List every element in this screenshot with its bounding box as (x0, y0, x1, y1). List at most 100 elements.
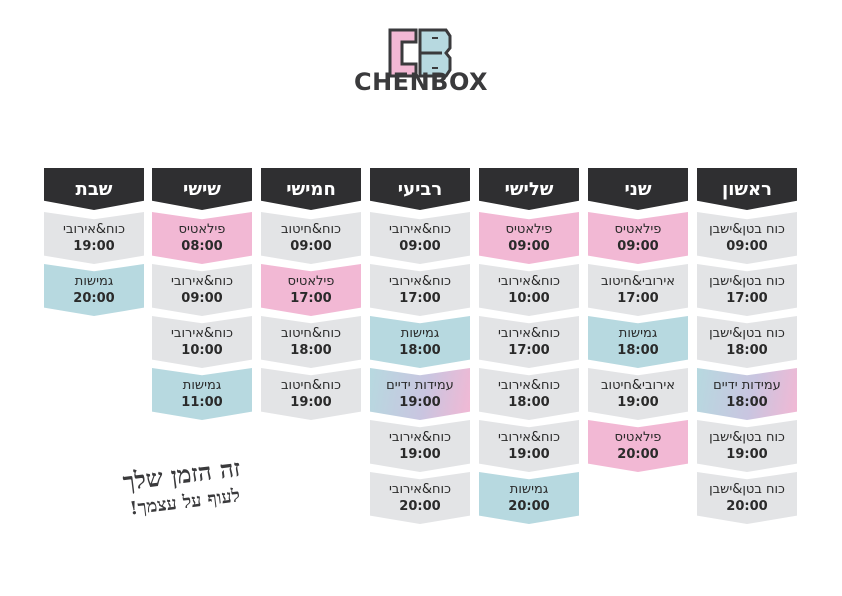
class-time: 10:00 (508, 291, 550, 306)
class-name: אירובי&חיטוב (601, 274, 675, 289)
class-time: 17:00 (508, 343, 550, 358)
class-name: כוח&חיטוב (281, 326, 341, 341)
class-slot: פילאטיס 17:00 (261, 264, 361, 316)
class-name: גמישות (74, 274, 114, 289)
class-slot: כוח בטן&ישבן 17:00 (697, 264, 797, 316)
class-time: 18:00 (508, 395, 550, 410)
class-time: 09:00 (508, 239, 550, 254)
class-time: 11:00 (181, 395, 223, 410)
class-slot: אירובי&חיטוב 17:00 (588, 264, 688, 316)
class-name: כוח בטן&ישבן (709, 326, 785, 341)
class-slot: כוח&אירובי 09:00 (370, 212, 470, 264)
class-slot: כוח&אירובי 10:00 (152, 316, 252, 368)
class-name: כוח בטן&ישבן (709, 222, 785, 237)
class-time: 09:00 (617, 239, 659, 254)
brand-name: CHENBOX (353, 68, 489, 96)
class-slot: כוח&אירובי 19:00 (44, 212, 144, 264)
class-time: 19:00 (508, 447, 550, 462)
class-slot: גמישות 11:00 (152, 368, 252, 420)
class-name: כוח&אירובי (389, 222, 451, 237)
class-slot: כוח&אירובי 19:00 (479, 420, 579, 472)
class-slot: כוח&אירובי 17:00 (479, 316, 579, 368)
class-name: כוח&אירובי (171, 326, 233, 341)
class-time: 20:00 (508, 499, 550, 514)
class-slot: כוח בטן&ישבן 18:00 (697, 316, 797, 368)
class-name: כוח&אירובי (63, 222, 125, 237)
class-time: 09:00 (290, 239, 332, 254)
class-name: כוח בטן&ישבן (709, 430, 785, 445)
class-name: פילאטיס (614, 222, 662, 237)
class-name: עמידות ידיים (386, 378, 454, 393)
class-time: 17:00 (290, 291, 332, 306)
class-time: 20:00 (617, 447, 659, 462)
class-slot: פילאטיס 08:00 (152, 212, 252, 264)
class-time: 20:00 (73, 291, 115, 306)
class-slot: גמישות 18:00 (370, 316, 470, 368)
class-name: כוח&חיטוב (281, 378, 341, 393)
class-name: גמישות (400, 326, 440, 341)
class-slot: כוח&חיטוב 18:00 (261, 316, 361, 368)
logo (320, 22, 520, 122)
class-time: 19:00 (73, 239, 115, 254)
day-header: שישי (152, 168, 252, 210)
class-name: כוח&אירובי (498, 274, 560, 289)
class-time: 18:00 (399, 343, 441, 358)
day-column: שבת כוח&אירובי 19:00 גמישות 20:00 (44, 168, 144, 316)
class-name: כוח&אירובי (498, 430, 560, 445)
class-name: פילאטיס (287, 274, 335, 289)
class-time: 10:00 (181, 343, 223, 358)
class-time: 19:00 (290, 395, 332, 410)
class-time: 20:00 (399, 499, 441, 514)
class-time: 19:00 (399, 447, 441, 462)
day-header: שבת (44, 168, 144, 210)
class-time: 09:00 (399, 239, 441, 254)
day-header: רביעי (370, 168, 470, 210)
day-header: שלישי (479, 168, 579, 210)
class-time: 18:00 (726, 343, 768, 358)
class-time: 17:00 (726, 291, 768, 306)
class-slot: כוח&חיטוב 19:00 (261, 368, 361, 420)
class-name: כוח בטן&ישבן (709, 274, 785, 289)
class-time: 19:00 (726, 447, 768, 462)
day-header: חמישי (261, 168, 361, 210)
class-slot: עמידות ידיים 19:00 (370, 368, 470, 420)
class-name: פילאטיס (505, 222, 553, 237)
class-time: 17:00 (617, 291, 659, 306)
class-slot: אירובי&חיטוב 19:00 (588, 368, 688, 420)
class-time: 08:00 (181, 239, 223, 254)
class-name: פילאטיס (178, 222, 226, 237)
class-time: 17:00 (399, 291, 441, 306)
class-time: 18:00 (290, 343, 332, 358)
class-slot: גמישות 20:00 (44, 264, 144, 316)
day-header: שני (588, 168, 688, 210)
class-name: כוח&אירובי (498, 326, 560, 341)
class-time: 18:00 (726, 395, 768, 410)
class-slot: כוח&אירובי 10:00 (479, 264, 579, 316)
class-time: 09:00 (181, 291, 223, 306)
class-time: 19:00 (617, 395, 659, 410)
class-name: גמישות (182, 378, 222, 393)
class-time: 19:00 (399, 395, 441, 410)
class-slot: פילאטיס 09:00 (479, 212, 579, 264)
class-name: כוח בטן&ישבן (709, 482, 785, 497)
class-slot: כוח בטן&ישבן 19:00 (697, 420, 797, 472)
class-name: גמישות (618, 326, 658, 341)
class-name: אירובי&חיטוב (601, 378, 675, 393)
